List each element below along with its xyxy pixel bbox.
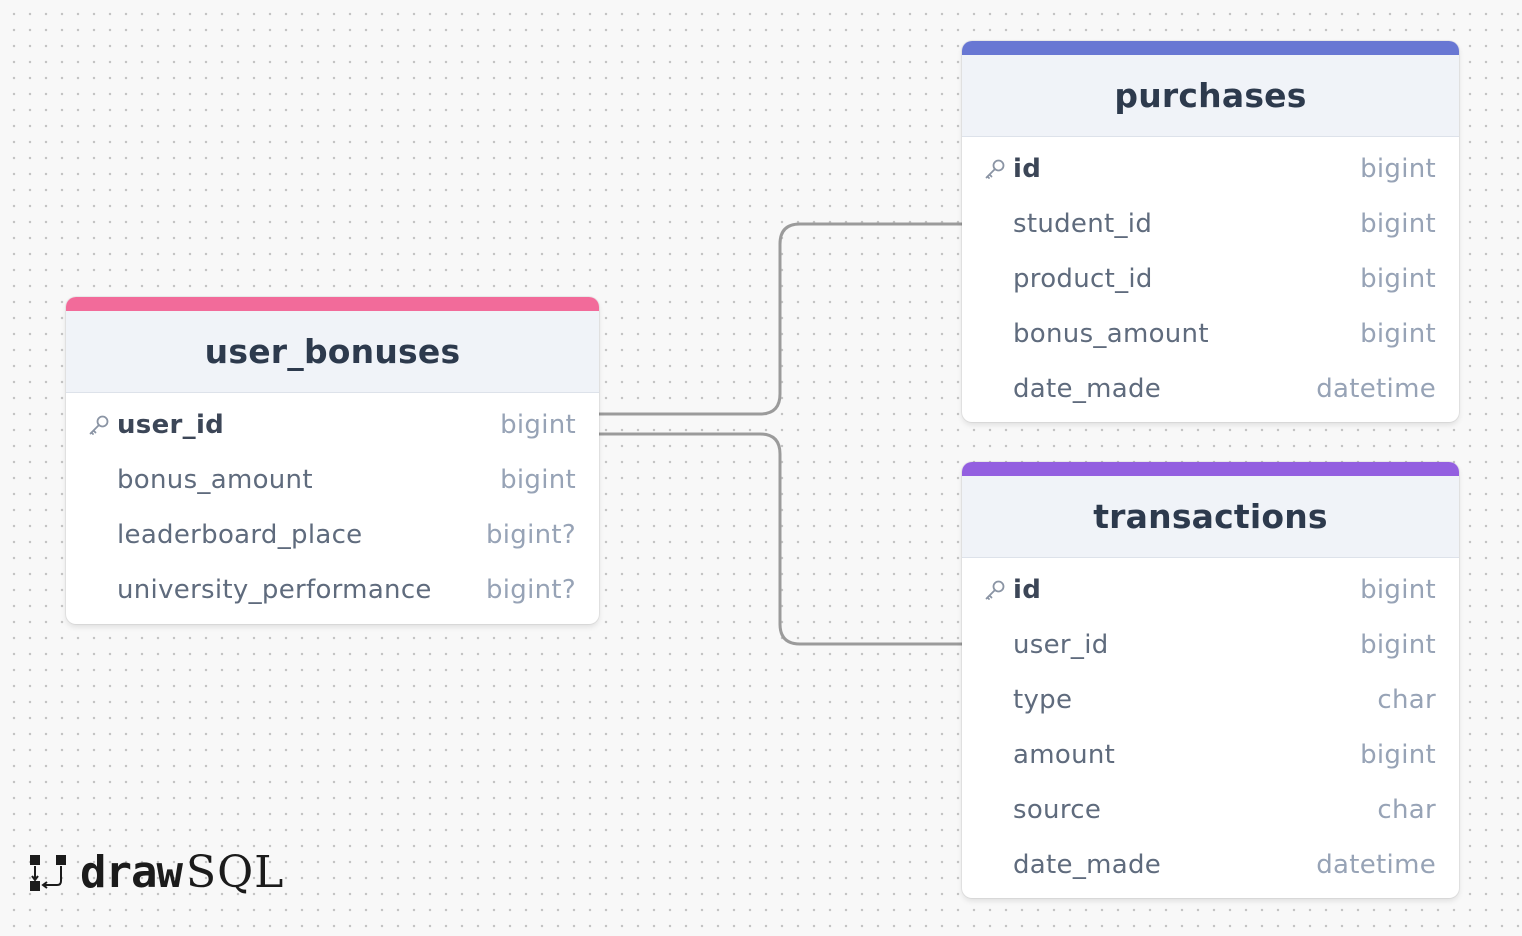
column-name: user_id (117, 409, 225, 440)
column-type: bigint (1360, 739, 1436, 770)
logo-draw-text: draw (80, 846, 183, 898)
column-name: date_made (1013, 849, 1162, 880)
column-row[interactable]: date_made datetime (962, 361, 1459, 416)
column-name: id (1013, 153, 1042, 184)
column-row[interactable]: student_id bigint (962, 196, 1459, 251)
column-row[interactable]: user_id bigint (66, 397, 599, 452)
column-type: bigint? (485, 574, 576, 605)
column-row[interactable]: product_id bigint (962, 251, 1459, 306)
table-title[interactable]: transactions (962, 476, 1459, 558)
column-name: leaderboard_place (117, 519, 363, 550)
column-name: source (1013, 794, 1102, 825)
column-type: bigint (500, 464, 576, 495)
column-type: bigint (1360, 574, 1436, 605)
drawsql-logo-icon (30, 855, 66, 891)
column-type: bigint (1360, 263, 1436, 294)
column-name: university_performance (117, 574, 432, 605)
column-name: user_id (1013, 629, 1109, 660)
column-row[interactable]: id bigint (962, 562, 1459, 617)
primary-key-icon (87, 413, 111, 437)
column-row[interactable]: leaderboard_place bigint? (66, 507, 599, 562)
column-type: bigint (1360, 318, 1436, 349)
column-type: bigint? (485, 519, 576, 550)
table-color-bar (962, 41, 1459, 55)
column-name: bonus_amount (1013, 318, 1209, 349)
drawsql-logo: draw SQL (28, 846, 284, 898)
table-title[interactable]: user_bonuses (66, 311, 599, 393)
column-type: char (1377, 794, 1436, 825)
column-name: date_made (1013, 373, 1162, 404)
column-row[interactable]: bonus_amount bigint (66, 452, 599, 507)
column-name: id (1013, 574, 1042, 605)
column-type: bigint (1360, 208, 1436, 239)
connector-user-bonuses-to-transactions[interactable] (598, 432, 963, 646)
table-color-bar (962, 462, 1459, 476)
column-name: type (1013, 684, 1073, 715)
column-row[interactable]: date_made datetime (962, 837, 1459, 892)
column-row[interactable]: user_id bigint (962, 617, 1459, 672)
table-color-bar (66, 297, 599, 311)
column-row[interactable]: id bigint (962, 141, 1459, 196)
table-title[interactable]: purchases (962, 55, 1459, 137)
column-type: bigint (1360, 153, 1436, 184)
column-type: bigint (1360, 629, 1436, 660)
column-row[interactable]: amount bigint (962, 727, 1459, 782)
column-type: datetime (1316, 849, 1436, 880)
connector-user-bonuses-to-purchases[interactable] (598, 222, 963, 416)
column-name: student_id (1013, 208, 1153, 239)
column-name: bonus_amount (117, 464, 313, 495)
column-name: amount (1013, 739, 1116, 770)
column-type: datetime (1316, 373, 1436, 404)
column-row[interactable]: source char (962, 782, 1459, 837)
primary-key-icon (983, 578, 1007, 602)
column-name: product_id (1013, 263, 1153, 294)
column-type: bigint (500, 409, 576, 440)
primary-key-icon (983, 157, 1007, 181)
logo-sql-text: SQL (185, 846, 285, 898)
column-row[interactable]: bonus_amount bigint (962, 306, 1459, 361)
column-type: char (1377, 684, 1436, 715)
column-row[interactable]: type char (962, 672, 1459, 727)
column-row[interactable]: university_performance bigint? (66, 562, 599, 617)
